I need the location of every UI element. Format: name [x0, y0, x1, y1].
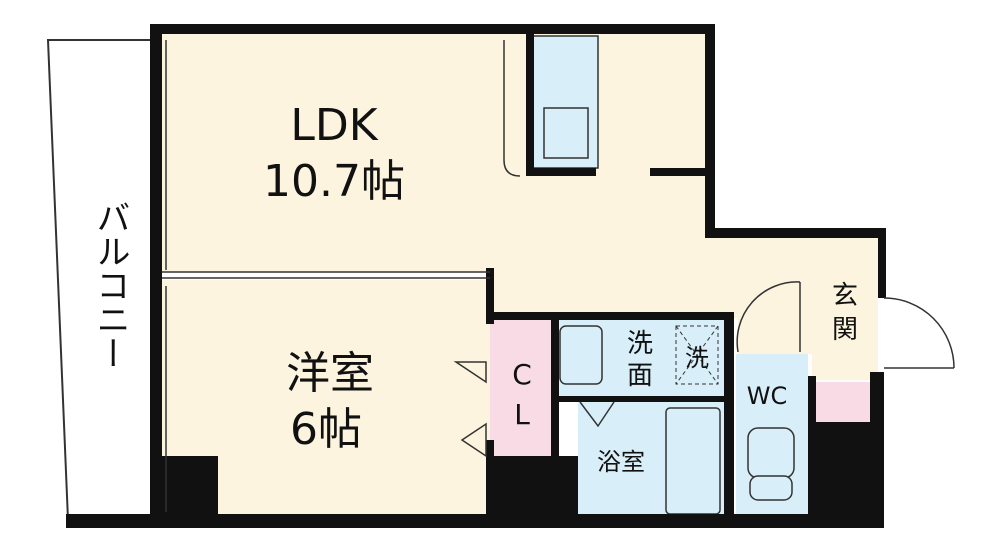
bath-label: 浴室: [597, 448, 645, 476]
western-room-size-label: 6帖: [290, 404, 362, 455]
ldk-label: LDK: [290, 100, 378, 151]
washer-label: 洗: [685, 344, 709, 372]
entrance-floor: [812, 240, 878, 380]
ldk-size-label: 10.7帖: [263, 156, 405, 207]
washbasin: [559, 325, 603, 385]
wc-label: WC: [747, 382, 788, 410]
shoe-storage: [812, 382, 874, 424]
toilet-tank: [747, 427, 795, 479]
door-swings: [453, 40, 955, 458]
closet-label-c: C: [512, 358, 532, 391]
window-lines: [162, 40, 490, 512]
ldk-floor: [160, 30, 878, 380]
washer-diagonal: [675, 325, 719, 385]
entrance-label-2: 関: [832, 315, 858, 345]
toilet-bowl: [749, 475, 793, 501]
entrance-label-1: 玄: [832, 281, 858, 311]
kitchen-sink: [543, 107, 589, 159]
bathtub: [665, 407, 721, 515]
western-room-label: 洋室: [286, 348, 374, 399]
washroom-label-2: 面: [627, 361, 653, 391]
washroom-label-1: 洗: [627, 329, 653, 359]
balcony-label: バルコニー: [90, 200, 130, 370]
walls: [66, 24, 886, 528]
closet-floor: [490, 318, 552, 458]
closet-label-l: L: [514, 398, 530, 431]
